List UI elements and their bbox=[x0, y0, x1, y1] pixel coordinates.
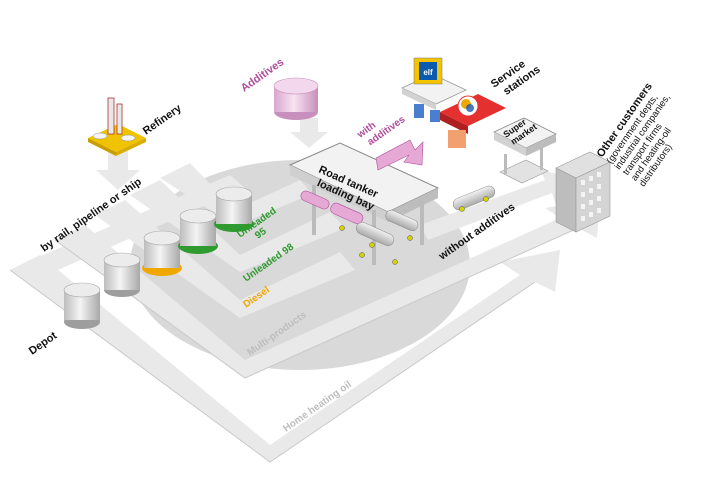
total-logo: TOTAL bbox=[462, 116, 478, 122]
loading-arm-markers bbox=[339, 225, 413, 265]
service-station-elf: elf bbox=[401, 57, 467, 122]
additives-down-arrow bbox=[290, 118, 328, 148]
depot-tank bbox=[103, 252, 141, 297]
additives-tank bbox=[273, 77, 319, 120]
with-additives-label: with additives bbox=[355, 104, 408, 151]
transport-arrow bbox=[20, 175, 245, 280]
diesel-arrow bbox=[95, 200, 355, 318]
other-customers-building bbox=[555, 151, 611, 233]
unleaded95-arrow bbox=[160, 163, 312, 226]
multi-products-arrow bbox=[55, 198, 600, 378]
loading-bay bbox=[288, 142, 440, 265]
elf-logo: elf bbox=[423, 68, 433, 77]
tanker-plain bbox=[355, 209, 419, 246]
without-additives-arrow bbox=[420, 170, 575, 240]
depot-tank bbox=[63, 282, 101, 329]
service-stations-label: Service stations bbox=[489, 53, 543, 101]
refinery-down-arrow bbox=[96, 150, 140, 190]
depot-label: Depot bbox=[27, 330, 60, 358]
flow-arrows bbox=[10, 118, 600, 462]
refinery-label: Refinery bbox=[141, 102, 185, 138]
depot-tank-unleaded95 bbox=[214, 186, 254, 232]
service-station-total: TOTAL bbox=[440, 94, 506, 148]
tanker-with-additives bbox=[300, 190, 364, 225]
refinery-icon bbox=[88, 97, 146, 156]
tanker-to-stations bbox=[375, 139, 424, 171]
depot-tank-unleaded98 bbox=[178, 208, 218, 254]
depot-tank-diesel bbox=[142, 230, 182, 276]
depot-tanks bbox=[63, 186, 254, 329]
supermarket-station bbox=[493, 117, 557, 184]
tanker-without-additives bbox=[452, 185, 496, 212]
